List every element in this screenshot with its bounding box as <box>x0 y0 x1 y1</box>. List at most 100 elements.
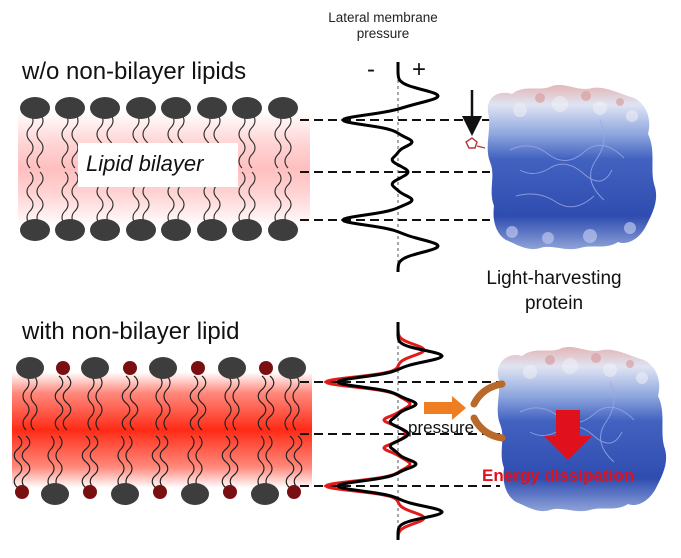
lipid-head <box>251 483 279 505</box>
lipid-tail <box>197 375 207 431</box>
lipid-tail <box>129 375 139 431</box>
protein-label: Light-harvesting protein <box>486 268 622 314</box>
nonbilayer-lipid-head <box>153 485 167 499</box>
lipid-tail <box>36 113 44 169</box>
nonbilayer-lipid-head <box>223 485 237 499</box>
lipid-head <box>218 357 246 379</box>
lipid-head <box>55 219 85 241</box>
lipid-tail <box>61 113 69 169</box>
lipid-tail <box>284 113 292 169</box>
lipid-tail <box>163 375 171 431</box>
lipid-bilayer-bottom <box>12 357 312 505</box>
lipid-tail <box>224 375 232 431</box>
lipid-tail <box>87 375 95 431</box>
lipid-tail <box>89 435 99 489</box>
lipid-bilayer-label-box <box>78 143 238 187</box>
nonbilayer-lipid-head <box>259 361 273 375</box>
lipid-tail <box>292 375 300 431</box>
nonbilayer-lipid-head <box>287 485 301 499</box>
pressure-arrow-icon <box>424 380 506 442</box>
lipid-tail <box>284 171 292 225</box>
lipid-tail <box>284 375 292 431</box>
lipid-tail <box>13 435 23 489</box>
lipid-head <box>20 219 50 241</box>
energy-arrow-icon <box>544 410 592 460</box>
lipid-tail <box>55 435 63 489</box>
lipid-tail <box>71 113 79 169</box>
lipid-tail <box>257 375 267 431</box>
lipid-tail <box>117 435 125 489</box>
energy-dissipation-label: Energy dissipation <box>482 466 635 485</box>
lipid-tail <box>21 435 31 489</box>
lipid-heads-bottom <box>15 357 306 505</box>
lipid-tail <box>248 171 256 225</box>
lipid-head <box>126 97 156 119</box>
lipid-head <box>16 357 44 379</box>
lipid-head <box>41 483 69 505</box>
lipid-head <box>81 357 109 379</box>
axis-plus-label: + <box>412 56 427 83</box>
lipid-tail <box>95 375 103 431</box>
lipid-bilayer-top <box>18 97 310 241</box>
lipid-head <box>232 219 262 241</box>
membrane-glow-bottom <box>12 372 312 488</box>
lipid-head <box>181 483 209 505</box>
dashed-guides-top <box>300 119 490 221</box>
lipid-tail <box>47 435 55 489</box>
lipid-head <box>126 219 156 241</box>
pressure-profile-black <box>335 322 444 540</box>
pressure-label: pressure <box>408 418 475 437</box>
lipid-head <box>197 97 227 119</box>
nonbilayer-lipid-head <box>83 485 97 499</box>
light-harvesting-protein-bottom <box>497 347 667 512</box>
lipid-tail <box>232 375 240 431</box>
lipid-tail <box>54 375 64 431</box>
lipid-head <box>161 97 191 119</box>
lipid-tail <box>26 171 34 225</box>
lipid-tail <box>30 375 38 431</box>
lipid-tail <box>81 435 91 489</box>
lipid-tail <box>248 113 256 169</box>
lipid-tail <box>26 113 34 169</box>
lipid-head <box>268 219 298 241</box>
lipid-tail <box>61 171 69 225</box>
lipid-tail <box>71 171 79 225</box>
lipid-head <box>232 97 262 119</box>
lipid-head <box>90 219 120 241</box>
lipid-tail <box>229 435 239 489</box>
lipid-tail <box>121 375 131 431</box>
pressure-profile-title: Lateral membrane pressure <box>328 10 438 41</box>
nonbilayer-lipid-head <box>191 361 205 375</box>
nonbilayer-lipid-head <box>15 485 29 499</box>
lipid-tail <box>155 375 163 431</box>
lipid-tail <box>36 171 44 225</box>
lipid-tail <box>285 435 295 489</box>
lipid-head <box>197 219 227 241</box>
lipid-tail <box>265 435 273 489</box>
pressure-profile-top <box>340 62 440 272</box>
lipid-tail <box>221 435 231 489</box>
bottom-panel-heading: with non-bilayer lipid <box>22 318 240 345</box>
pigment-molecule-icon <box>465 137 486 149</box>
nonbilayer-lipid-head <box>123 361 137 375</box>
lipid-head <box>149 357 177 379</box>
lipid-head <box>90 97 120 119</box>
lipid-tail <box>265 375 275 431</box>
top-panel-heading: w/o non-bilayer lipids <box>22 58 247 85</box>
lipid-tail <box>257 435 265 489</box>
lipid-head <box>161 219 191 241</box>
lipid-tail <box>189 375 199 431</box>
lipid-bilayer-label: Lipid bilayer <box>86 151 204 176</box>
lipid-tail <box>151 435 161 489</box>
lipid-tails-bottom <box>13 375 303 489</box>
lipid-tail <box>62 375 72 431</box>
light-harvesting-protein-top <box>487 85 657 250</box>
lipid-tail <box>22 375 30 431</box>
lipid-tail <box>187 435 195 489</box>
lipid-tail <box>238 113 246 169</box>
lipid-tail <box>238 171 246 225</box>
lipid-head <box>111 483 139 505</box>
lipid-head <box>55 97 85 119</box>
lipid-head <box>20 97 50 119</box>
